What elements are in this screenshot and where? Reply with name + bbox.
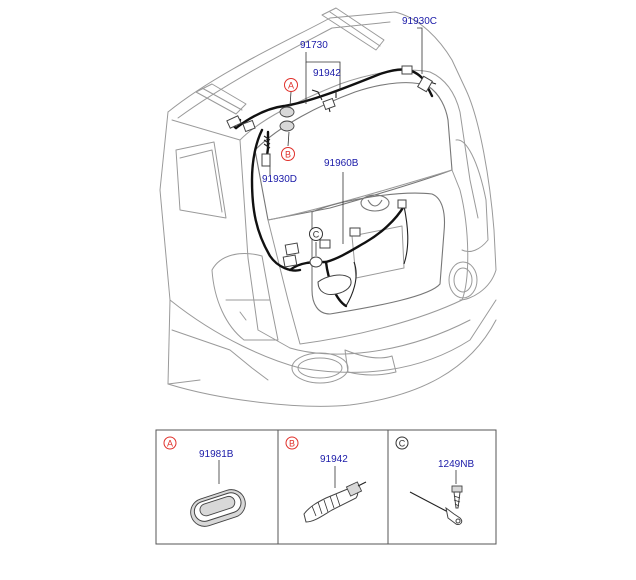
label-91960b: 91960B	[324, 158, 359, 169]
label-91942: 91942	[313, 68, 341, 79]
callout-a: A	[284, 78, 298, 92]
callout-c-letter: C	[313, 229, 320, 239]
panel-a-part-number: 91981B	[199, 449, 234, 460]
detail-panels: A 91981B B 91942	[155, 429, 497, 545]
vehicle-body	[159, 7, 497, 407]
detail-panel-frame	[155, 429, 497, 545]
grommet-b-drawing	[303, 481, 367, 523]
wiring-harness	[226, 65, 437, 308]
grommet-a-drawing	[190, 489, 246, 527]
callout-c: C	[309, 227, 323, 241]
callout-b: B	[281, 147, 295, 161]
panel-c-part-number: 1249NB	[438, 459, 474, 470]
ground-bolt-drawing	[409, 485, 463, 525]
detail-panel-b: B 91942	[285, 436, 367, 523]
panel-c-letter: C	[399, 438, 406, 448]
panel-a-letter: A	[167, 438, 173, 448]
panel-b-letter: B	[289, 438, 295, 448]
detail-panel-a: A 91981B	[163, 436, 246, 527]
leader-lines	[269, 27, 423, 256]
detail-panel-c: C 1249NB	[395, 436, 474, 525]
label-91930c: 91930C	[402, 16, 437, 27]
label-91930d: 91930D	[262, 174, 297, 185]
callout-a-letter: A	[288, 80, 294, 90]
label-91730: 91730	[300, 40, 328, 51]
callout-b-letter: B	[285, 149, 291, 159]
panel-b-part-number: 91942	[320, 454, 348, 465]
